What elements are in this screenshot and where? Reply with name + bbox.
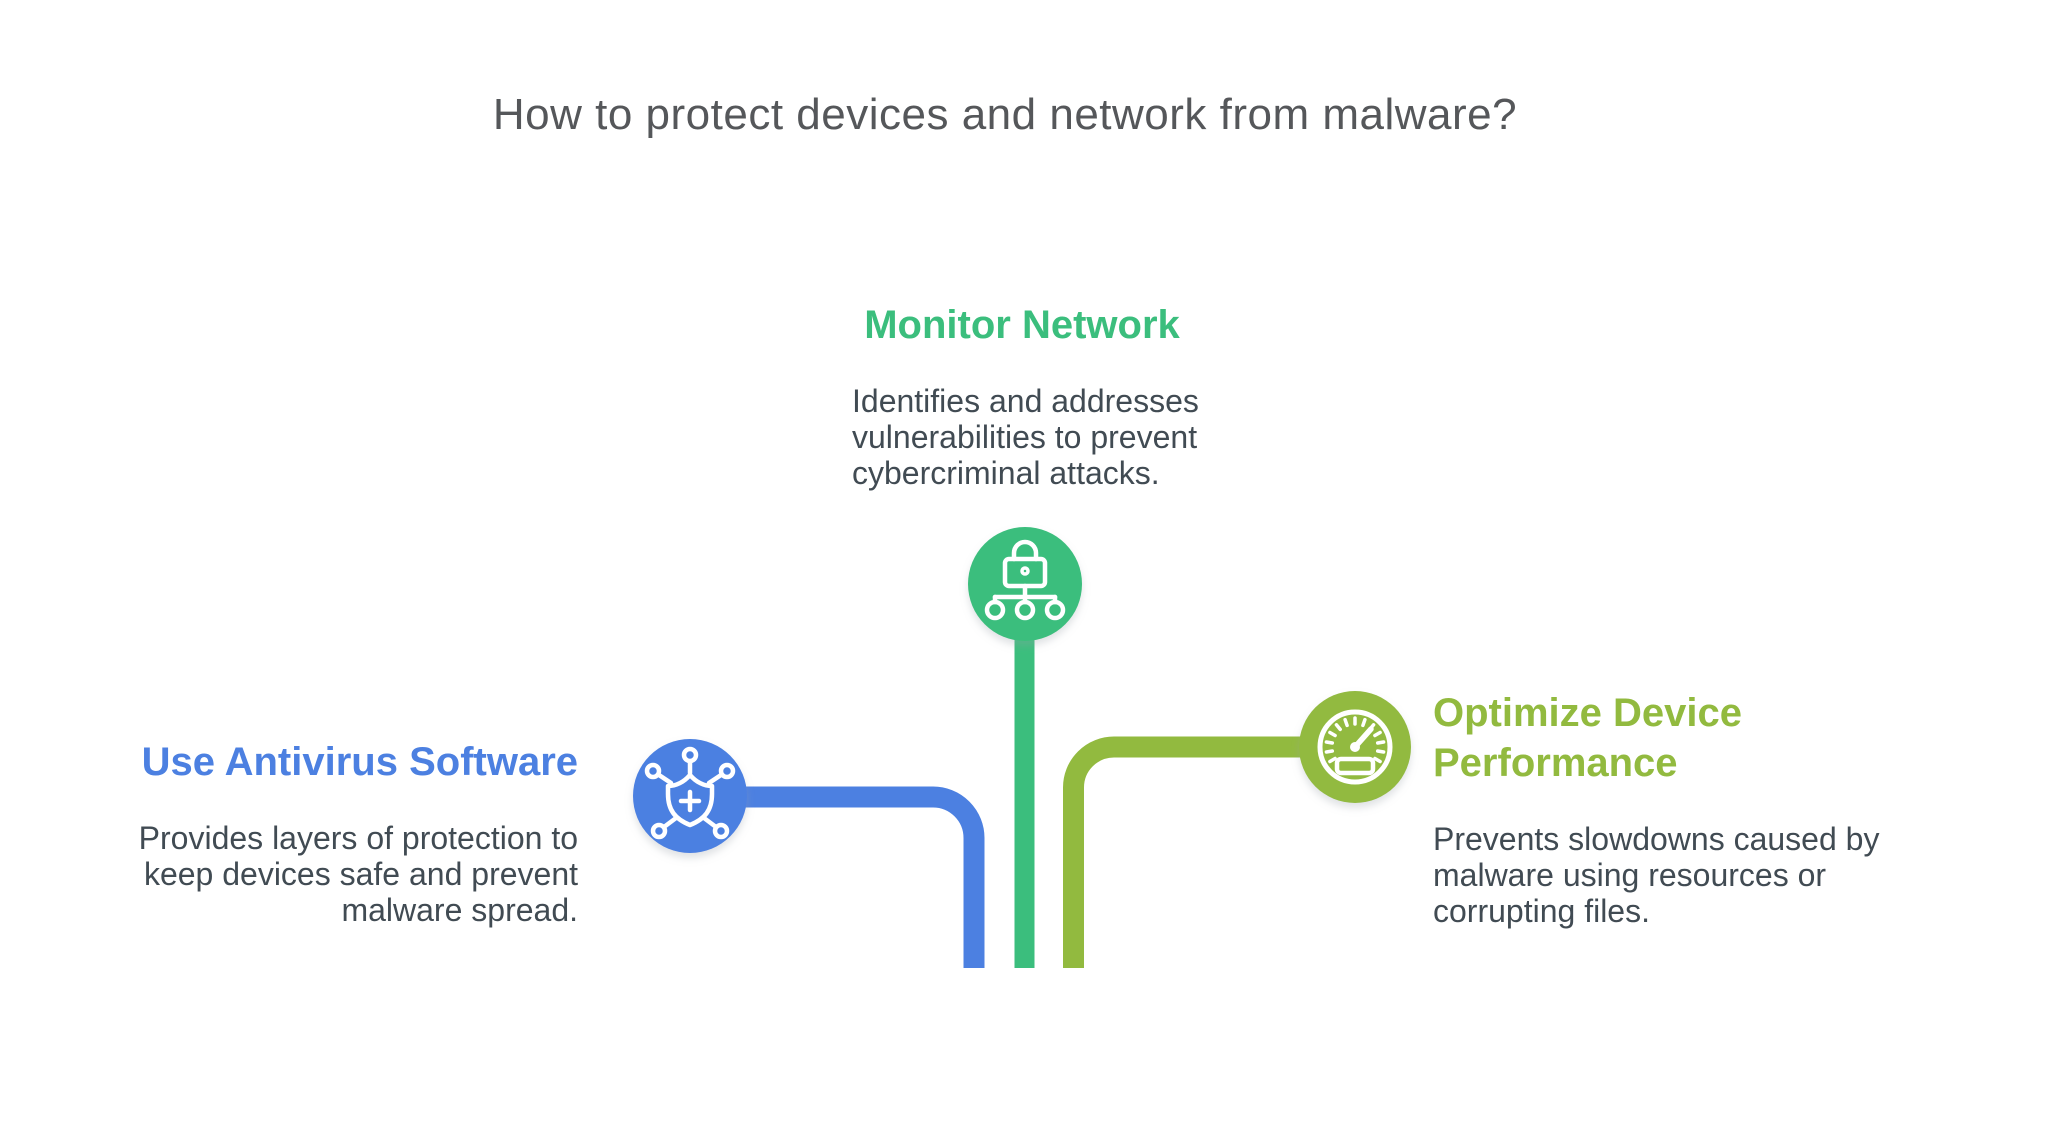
use-antivirus-software-heading: Use Antivirus Software bbox=[141, 740, 578, 784]
speedometer-icon bbox=[1317, 709, 1393, 785]
gauge-display bbox=[1334, 756, 1376, 776]
gauge-ticks bbox=[1324, 716, 1386, 764]
monitor-network-description: Identifies and addresses vulnerabilities… bbox=[852, 383, 1199, 491]
monitor-network-heading: Monitor Network bbox=[864, 303, 1180, 347]
connector-line-antivirus bbox=[690, 786, 985, 968]
section-use-antivirus-software: Use Antivirus Software Provides layers o… bbox=[128, 737, 578, 928]
section-monitor-network: Monitor Network Identifies and addresses… bbox=[852, 300, 1199, 491]
connector-line-optimize bbox=[1063, 736, 1355, 968]
lock-network-icon bbox=[984, 539, 1066, 621]
use-antivirus-software-description: Provides layers of protection to keep de… bbox=[138, 820, 578, 928]
optimize-device-node bbox=[1299, 691, 1411, 803]
gauge-needle-hub bbox=[1350, 742, 1360, 752]
antivirus-shield-icon bbox=[644, 746, 736, 840]
optimize-device-performance-heading: Optimize Device Performance bbox=[1433, 691, 1743, 785]
page-title: How to protect devices and network from … bbox=[492, 90, 1518, 139]
antivirus-node bbox=[633, 739, 747, 853]
optimize-device-performance-description: Prevents slowdowns caused by malware usi… bbox=[1433, 821, 1880, 929]
monitor-network-node bbox=[968, 527, 1082, 641]
section-optimize-device-performance: Optimize Device Performance Prevents slo… bbox=[1433, 688, 1880, 929]
